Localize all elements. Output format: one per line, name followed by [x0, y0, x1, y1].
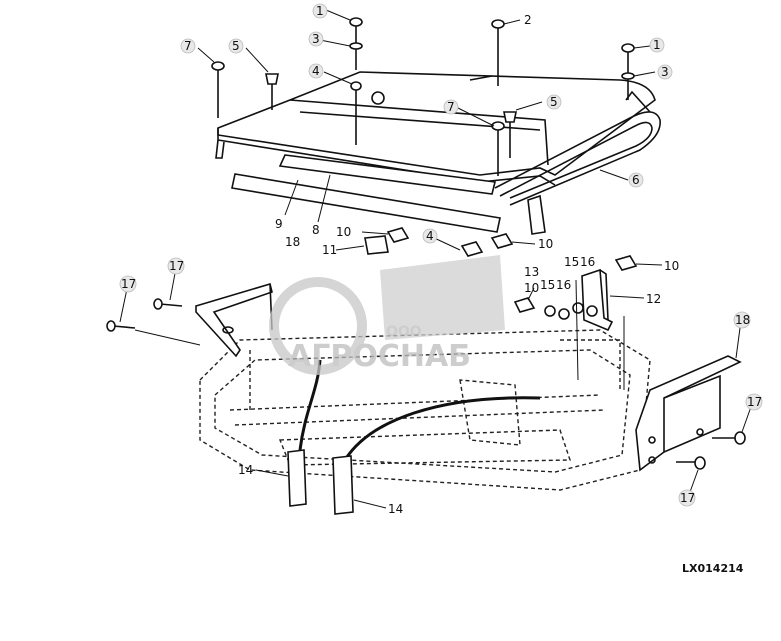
cable-and-pads	[287, 359, 541, 515]
callout-17: 17	[169, 259, 184, 273]
callout-18: 18	[735, 313, 750, 327]
callout-9: 9	[275, 217, 283, 231]
callout-leaders	[119, 9, 753, 509]
left-bracket	[106, 282, 273, 358]
callout-1: 1	[653, 38, 661, 52]
callout-16: 16	[556, 278, 571, 292]
fasteners	[211, 17, 635, 176]
callout-1: 1	[316, 4, 324, 18]
watermark-small-text: ООО	[386, 324, 422, 340]
callout-17: 17	[121, 277, 136, 291]
callout-15: 15	[564, 255, 579, 269]
callout-3: 3	[312, 32, 320, 46]
drawing-code: LX014214	[682, 562, 744, 575]
callout-10: 10	[664, 259, 679, 273]
callout-7: 7	[184, 39, 192, 53]
callout-8: 8	[312, 223, 320, 237]
callout-5: 5	[550, 95, 558, 109]
seat-cover	[215, 71, 656, 186]
callout-12: 12	[646, 292, 661, 306]
callout-10: 10	[538, 237, 553, 251]
watermark-brand-text: АГРОСНАБ	[288, 339, 471, 374]
callout-4: 4	[426, 229, 434, 243]
callout-2: 2	[524, 13, 532, 27]
tube-frame	[494, 90, 661, 235]
callout-14: 14	[388, 502, 403, 516]
watermark-logo: ООО АГРОСНАБ	[269, 255, 505, 375]
callout-10: 10	[336, 225, 351, 239]
right-bracket-12	[544, 268, 625, 390]
callout-14: 14	[238, 463, 253, 477]
callout-17: 17	[747, 395, 762, 409]
callout-6: 6	[632, 173, 640, 187]
callout-18: 18	[285, 235, 300, 249]
callout-15: 15	[540, 278, 555, 292]
seal-strips	[231, 154, 501, 233]
callout-13: 13	[524, 265, 539, 279]
clips	[364, 227, 638, 313]
right-bracket-18	[635, 355, 746, 472]
callout-4: 4	[312, 64, 320, 78]
callout-5: 5	[232, 39, 240, 53]
callout-10: 10	[524, 281, 539, 295]
callout-17: 17	[680, 491, 695, 505]
callout-3: 3	[661, 65, 669, 79]
callout-7: 7	[447, 100, 455, 114]
callout-numbers: 1 1 2 3 3 4 4 5 5 6 7 7 8 9 10 10 10 10 …	[119, 3, 763, 516]
callout-16: 16	[580, 255, 595, 269]
callout-11: 11	[322, 243, 337, 257]
